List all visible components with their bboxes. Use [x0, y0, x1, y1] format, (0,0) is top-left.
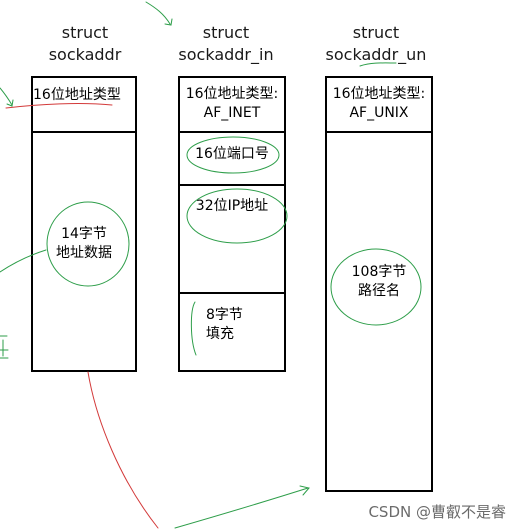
field-label: 16位地址类型: AF_INET — [185, 86, 279, 121]
struct-name: sockaddr_in — [178, 45, 274, 64]
watermark: CSDN @曹叡不是睿 — [368, 503, 506, 521]
field-path-name: 108字节 路径名 — [327, 133, 431, 490]
struct-title-sockaddr: struct sockaddr — [30, 22, 140, 66]
field-label: 16位地址类型 — [33, 87, 121, 103]
struct-title-sockaddr-in: struct sockaddr_in — [170, 22, 282, 66]
struct-keyword: struct — [61, 23, 109, 42]
sockaddr-un-box: 16位地址类型: AF_UNIX 108字节 路径名 — [325, 76, 433, 492]
field-padding: 8字节 填充 — [180, 294, 284, 370]
field-port: 16位端口号 — [180, 133, 284, 186]
field-label: 108字节 路径名 — [351, 264, 407, 299]
annotation-glyph-fragment — [0, 335, 9, 359]
struct-keyword: struct — [352, 23, 400, 42]
annotation-red-curve — [87, 371, 159, 529]
sockaddr-in-box: 16位地址类型: AF_INET 16位端口号 32位IP地址 8字节 填充 — [178, 76, 286, 372]
field-label: 8字节 填充 — [206, 307, 243, 342]
struct-keyword: struct — [202, 23, 250, 42]
field-address-data: 14字节 地址数据 — [33, 133, 135, 370]
field-address-family: 16位地址类型 — [33, 78, 135, 133]
struct-name: sockaddr — [48, 45, 122, 64]
struct-title-sockaddr-un: struct sockaddr_un — [318, 22, 434, 66]
field-label: 14字节 地址数据 — [56, 226, 112, 261]
annotation-arrow-top — [145, 1, 171, 25]
struct-name: sockaddr_un — [325, 45, 427, 64]
field-address-family: 16位地址类型: AF_INET — [180, 78, 284, 133]
field-address-family: 16位地址类型: AF_UNIX — [327, 78, 431, 133]
sockaddr-box: 16位地址类型 14字节 地址数据 — [31, 76, 137, 372]
field-label: 32位IP地址 — [195, 198, 269, 214]
field-label: 16位地址类型: AF_UNIX — [332, 86, 426, 121]
annotation-arrow-bottom — [174, 487, 309, 529]
annotation-arrow-left — [0, 87, 13, 106]
field-label: 16位端口号 — [195, 146, 269, 162]
field-ip-address: 32位IP地址 — [180, 186, 284, 294]
